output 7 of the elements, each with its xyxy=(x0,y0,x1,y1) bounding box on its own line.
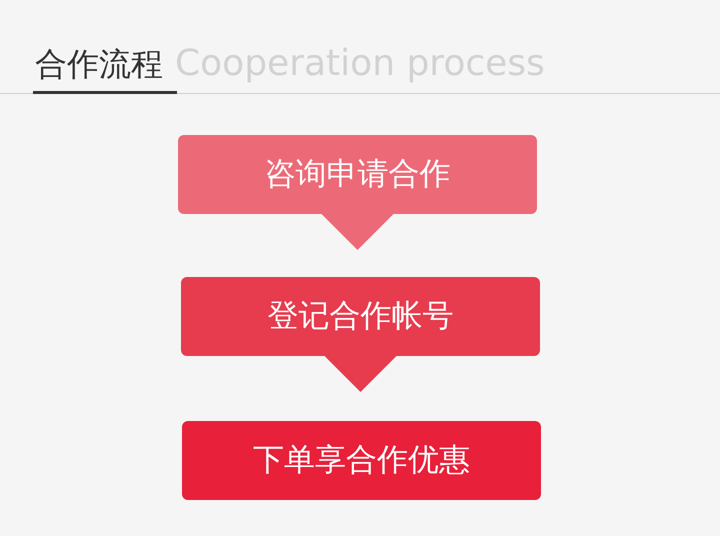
step-label: 登记合作帐号 xyxy=(268,297,454,336)
pointer-arrow xyxy=(320,213,394,250)
step-box xyxy=(182,421,541,500)
title: 合作流程 xyxy=(35,44,163,84)
pointer-arrow xyxy=(324,355,398,392)
step-label: 下单享合作优惠 xyxy=(253,441,470,480)
step-label: 咨询申请合作 xyxy=(264,155,450,194)
